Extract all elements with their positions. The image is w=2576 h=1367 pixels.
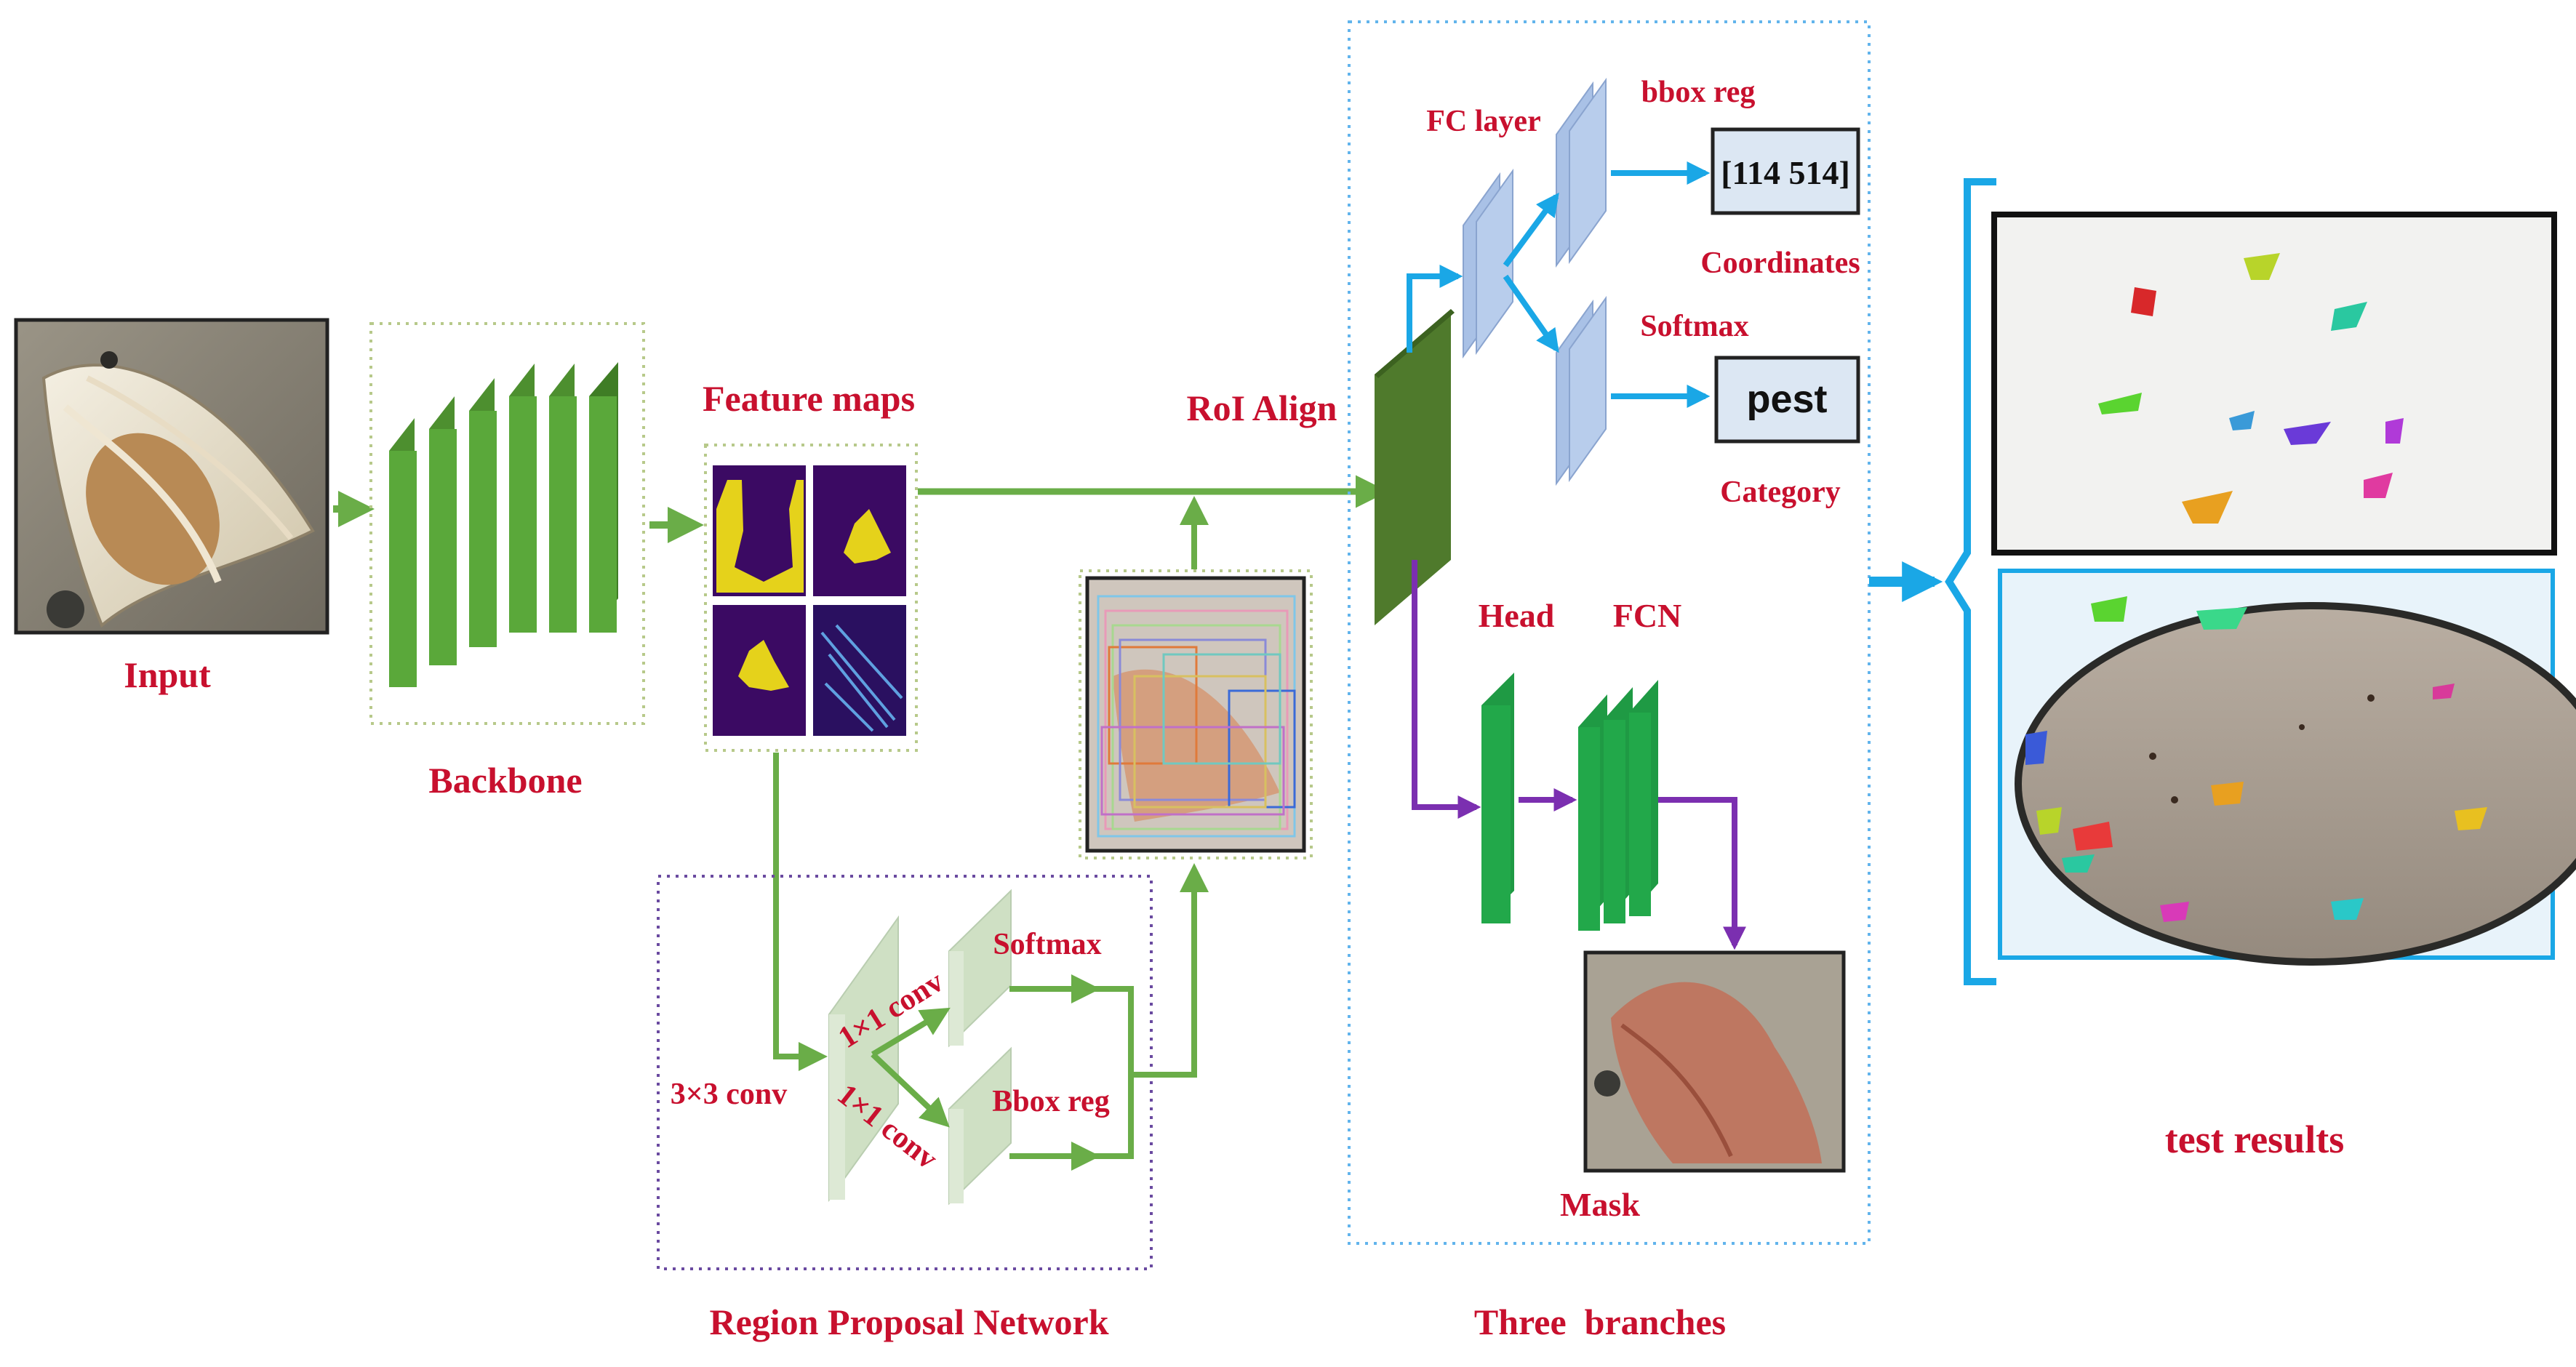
roi-align-label: RoI Align xyxy=(1186,388,1337,428)
category-label: Category xyxy=(1720,476,1841,509)
fcn-label: FCN xyxy=(1613,597,1682,634)
coordinates-label: Coordinates xyxy=(1700,246,1860,280)
bbox-value: [114 514] xyxy=(1721,154,1850,191)
feature-map-tiles xyxy=(713,465,906,736)
arrow-fc-to-bboxreg xyxy=(1503,192,1559,268)
arrow-rpn-conv-to-bboxreg xyxy=(871,1052,950,1128)
branch-softmax-label: Softmax xyxy=(1640,310,1748,343)
branch-bboxreg-label: bbox reg xyxy=(1641,76,1756,109)
feature-maps-box xyxy=(704,444,918,752)
arrow-roialign-to-head xyxy=(1412,560,1481,819)
fc-layer-label: FC layer xyxy=(1426,105,1540,138)
rpn-conv3-label: 3×3 conv xyxy=(671,1078,787,1111)
rpn-title: Region Proposal Network xyxy=(709,1302,1108,1342)
three-branches-title: Three branches xyxy=(1474,1302,1726,1342)
input-image xyxy=(14,318,329,635)
backbone-box xyxy=(369,322,645,725)
rpn-softmax-label: Softmax xyxy=(993,928,1101,961)
category-value-box xyxy=(1714,356,1860,444)
test-results-label: test results xyxy=(2165,1118,2344,1161)
three-branches-box xyxy=(1348,20,1871,1245)
result-image-top xyxy=(1991,212,2557,556)
input-label: Input xyxy=(124,654,211,695)
rpn-conv-blocks xyxy=(828,889,1012,1206)
results-bracket xyxy=(1945,178,1996,985)
arrow-fc-to-softmax xyxy=(1503,274,1559,353)
backbone-blocks xyxy=(389,362,618,687)
arrow-rpn-to-proposals xyxy=(1095,869,1194,1159)
category-value: pest xyxy=(1746,377,1827,421)
region-proposals-image xyxy=(1085,576,1306,853)
mask-label: Mask xyxy=(1560,1186,1640,1223)
arrow-rpn-conv-to-softmax xyxy=(871,1007,951,1057)
feature-maps-label: Feature maps xyxy=(703,378,915,419)
proposals-box xyxy=(1079,569,1313,859)
arrow-features-to-rpn xyxy=(773,753,828,1071)
head-label: Head xyxy=(1479,597,1555,634)
bbox-value-box xyxy=(1711,127,1860,215)
roi-align-block xyxy=(1375,309,1455,625)
backbone-label: Backbone xyxy=(428,760,582,801)
fc-layer-blocks xyxy=(1463,77,1607,486)
mask-image xyxy=(1583,950,1846,1173)
result-image-bottom xyxy=(1998,569,2576,966)
head-fcn-blocks xyxy=(1481,673,1658,931)
arrow-fcn-to-mask xyxy=(1658,797,1746,950)
rpn-bboxreg-label: Bbox reg xyxy=(992,1085,1109,1118)
arrow-roialign-to-fc xyxy=(1407,265,1463,353)
